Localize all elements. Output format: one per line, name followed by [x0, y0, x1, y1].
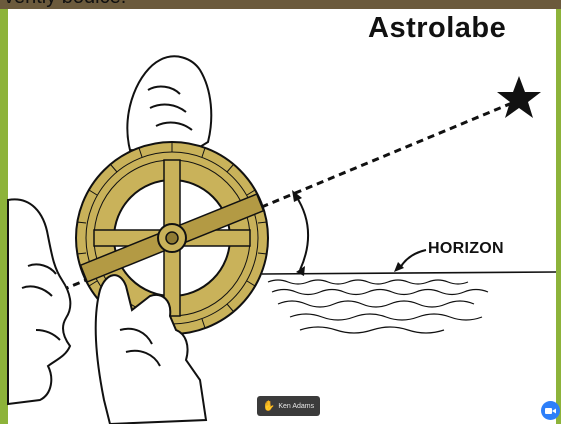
observer-face	[8, 199, 70, 404]
horizon-label: HORIZON	[428, 240, 504, 258]
participant-name: Ken Adams	[278, 403, 314, 410]
horizon-arrow	[400, 250, 426, 268]
raised-hand-icon: ✋	[263, 401, 275, 412]
participant-name-tag[interactable]: ✋ Ken Adams	[257, 396, 320, 416]
star-icon	[497, 76, 541, 118]
page-title: Astrolabe	[368, 12, 506, 45]
video-camera-icon	[545, 407, 556, 415]
sea-waves	[262, 272, 556, 333]
video-camera-button[interactable]	[541, 401, 560, 420]
angle-arc	[296, 196, 308, 270]
